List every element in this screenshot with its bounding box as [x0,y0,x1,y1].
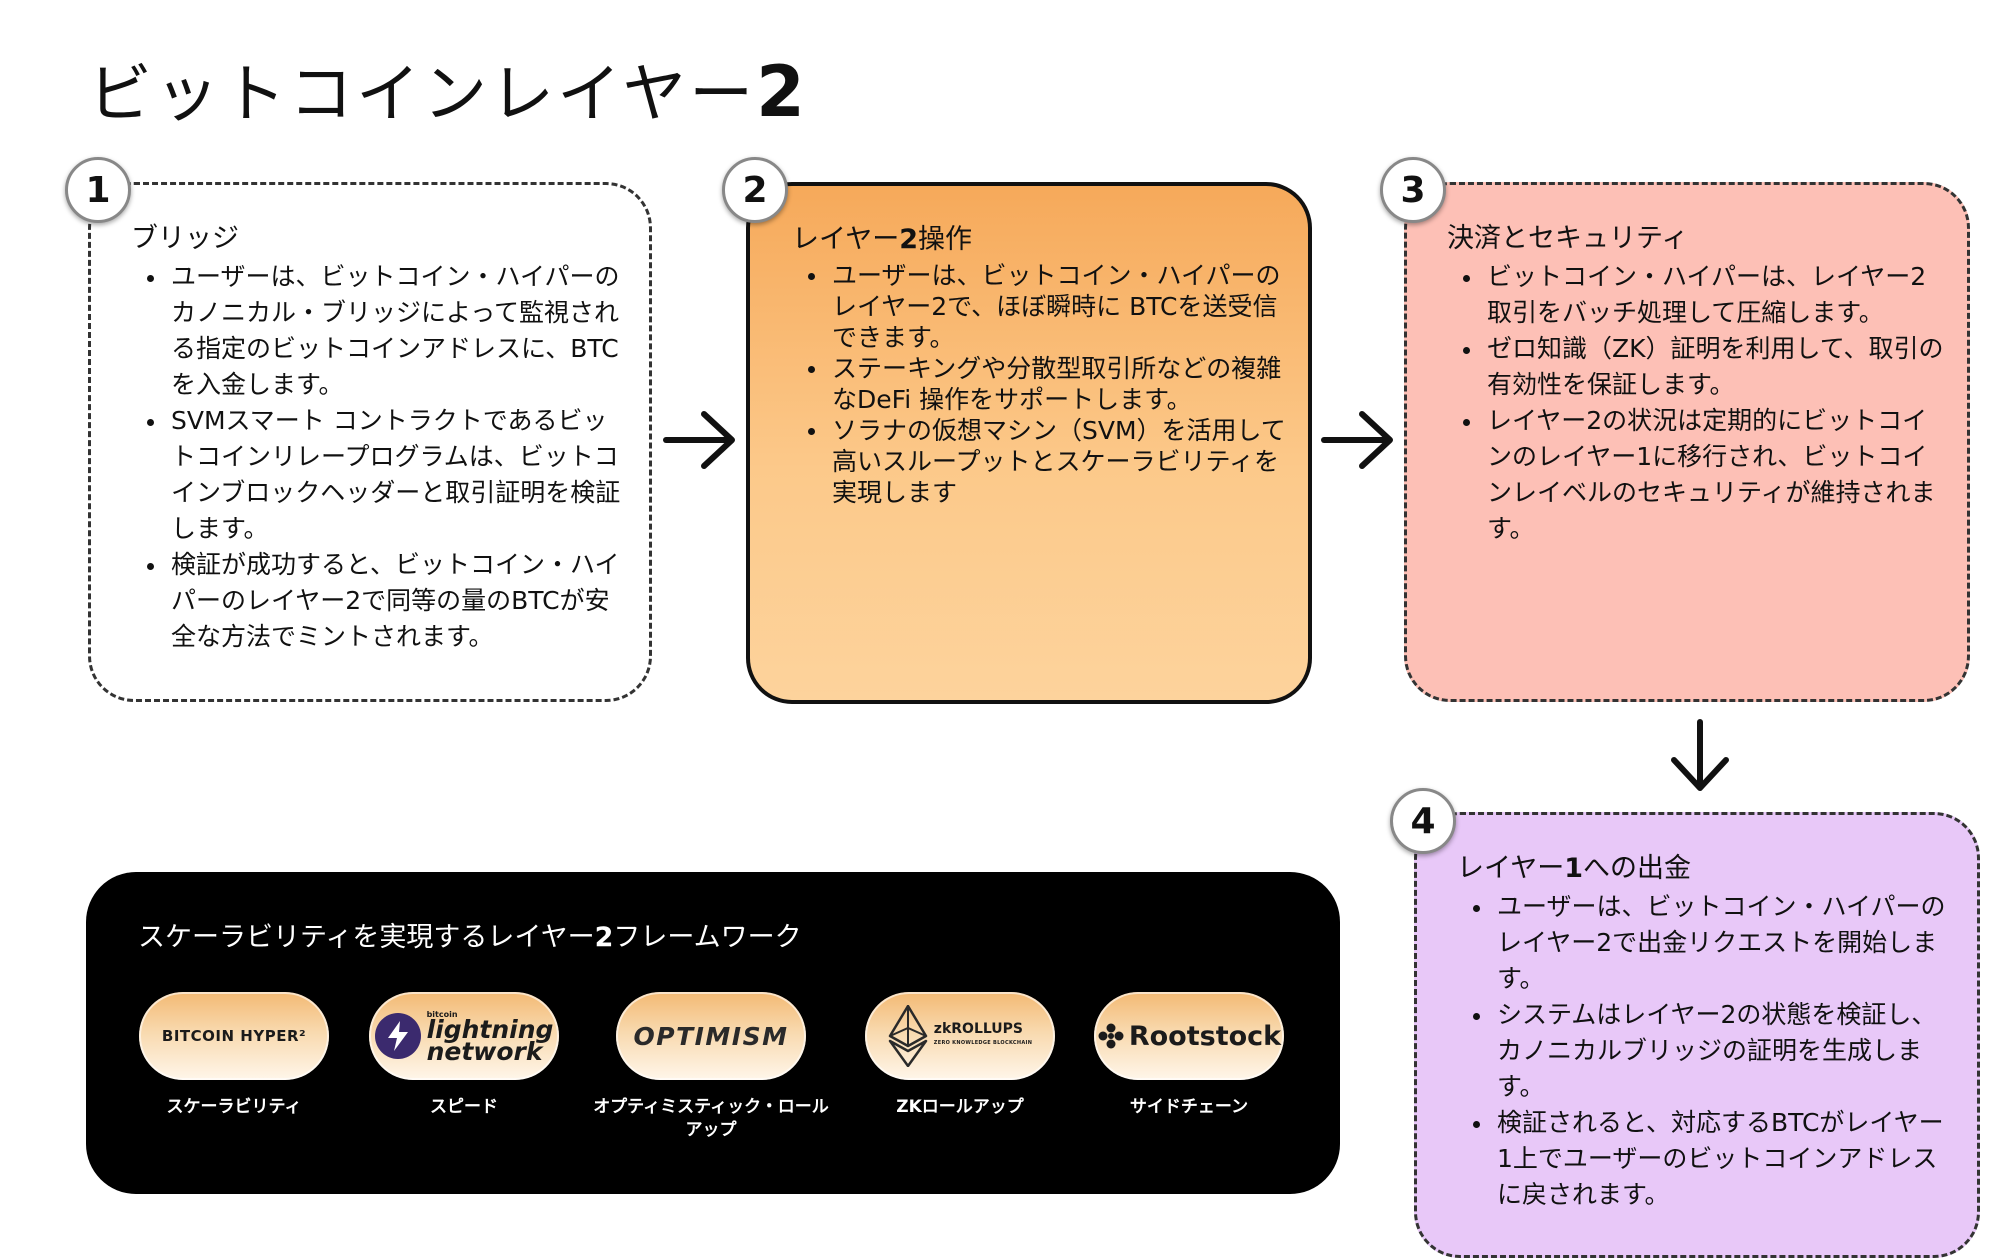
bitcoin-hyper-logo: BITCOIN HYPER² [139,992,329,1080]
list-item: ユーザーは、ビットコイン・ハイパーのレイヤー2で、ほぼ瞬時に BTCを送受信でき… [808,260,1288,353]
step-card-settlement-security: 決済とセキュリティ ビットコイン・ハイパーは、レイヤー2取引をバッチ処理して圧縮… [1404,182,1970,702]
step-card-withdraw-layer1: レイヤー1への出金 ユーザーは、ビットコイン・ハイパーのレイヤー2で出金リクエス… [1414,812,1980,1258]
frameworks-title: スケーラビリティを実現するレイヤー2フレームワーク [138,922,802,953]
framework-optimism: OPTIMISM オプティミスティック・ロールアップ [591,992,831,1142]
step-badge-3: 3 [1380,157,1446,223]
step-card-layer2-operations: レイヤー2操作 ユーザーは、ビットコイン・ハイパーのレイヤー2で、ほぼ瞬時に B… [746,182,1312,704]
lightning-bolt-icon [374,1013,421,1059]
list-item: ユーザーは、ビットコイン・ハイパーのカノニカル・ブリッジによって監視される指定の… [147,259,629,403]
step-badge-1: 1 [65,157,131,223]
step-bullets: ユーザーは、ビットコイン・ハイパーのカノニカル・ブリッジによって監視される指定の… [131,259,629,655]
ethereum-icon [888,1005,928,1067]
page-title: ビットコインレイヤー2 [88,51,805,133]
arrow-down-icon [1671,719,1729,791]
list-item: ビットコイン・ハイパーは、レイヤー2取引をバッチ処理して圧縮します。 [1463,259,1947,331]
framework-caption: スケーラビリティ [166,1097,302,1117]
step-title: レイヤー2操作 [792,224,972,255]
frameworks-panel: スケーラビリティを実現するレイヤー2フレームワーク BITCOIN HYPER²… [86,872,1340,1194]
framework-caption: ZKロールアップ [896,1097,1024,1117]
list-item: 検証が成功すると、ビットコイン・ハイパーのレイヤー2で同等の量のBTCが安全な方… [147,547,629,655]
framework-caption: スピード [430,1097,498,1117]
framework-caption: オプティミスティック・ロールアップ [593,1097,829,1140]
zk-rollups-logo: zkROLLUPS ZERO KNOWLEDGE BLOCKCHAIN [865,992,1055,1080]
step-bullets: ビットコイン・ハイパーは、レイヤー2取引をバッチ処理して圧縮します。 ゼロ知識（… [1447,259,1947,547]
rootstock-logo: Rootstock [1094,992,1284,1080]
framework-lightning: bitcoin lightning network スピード [344,992,584,1119]
list-item: ゼロ知識（ZK）証明を利用して、取引の有効性を保証します。 [1463,331,1947,403]
list-item: ソラナの仮想マシン（SVM）を活用して高いスループットとスケーラビリティを実現し… [808,415,1288,508]
list-item: システムはレイヤー2の状態を検証し、カノニカルブリッジの証明を生成します。 [1473,997,1957,1105]
rootstock-mark-icon [1098,1023,1124,1049]
step-bullets: ユーザーは、ビットコイン・ハイパーのレイヤー2で、ほぼ瞬時に BTCを送受信でき… [792,260,1288,508]
list-item: ユーザーは、ビットコイン・ハイパーのレイヤー2で出金リクエストを開始します。 [1473,889,1957,997]
step-title: ブリッジ [131,223,239,254]
list-item: ステーキングや分散型取引所などの複雑なDeFi 操作をサポートします。 [808,353,1288,415]
arrow-right-icon [663,411,735,469]
optimism-logo: OPTIMISM [616,992,806,1080]
step-bullets: ユーザーは、ビットコイン・ハイパーのレイヤー2で出金リクエストを開始します。 シ… [1457,889,1957,1213]
framework-caption: サイドチェーン [1129,1097,1249,1117]
list-item: レイヤー2の状況は定期的にビットコインのレイヤー1に移行され、ビットコインレイベ… [1463,403,1947,547]
framework-rootstock: Rootstock サイドチェーン [1069,992,1309,1119]
step-title: 決済とセキュリティ [1447,223,1689,254]
step-title: レイヤー1への出金 [1457,853,1691,884]
arrow-right-icon [1321,411,1393,469]
framework-zk-rollups: zkROLLUPS ZERO KNOWLEDGE BLOCKCHAIN ZKロー… [840,992,1080,1119]
list-item: 検証されると、対応するBTCがレイヤー1上でユーザーのビットコインアドレスに戻さ… [1473,1105,1957,1213]
step-badge-2: 2 [722,157,788,223]
step-badge-4: 4 [1390,788,1456,854]
framework-bitcoin-hyper: BITCOIN HYPER² スケーラビリティ [114,992,354,1119]
step-card-bridge: ブリッジ ユーザーは、ビットコイン・ハイパーのカノニカル・ブリッジによって監視さ… [88,182,652,702]
list-item: SVMスマート コントラクトであるビットコインリレープログラムは、ビットコインブ… [147,403,629,547]
lightning-network-logo: bitcoin lightning network [369,992,559,1080]
